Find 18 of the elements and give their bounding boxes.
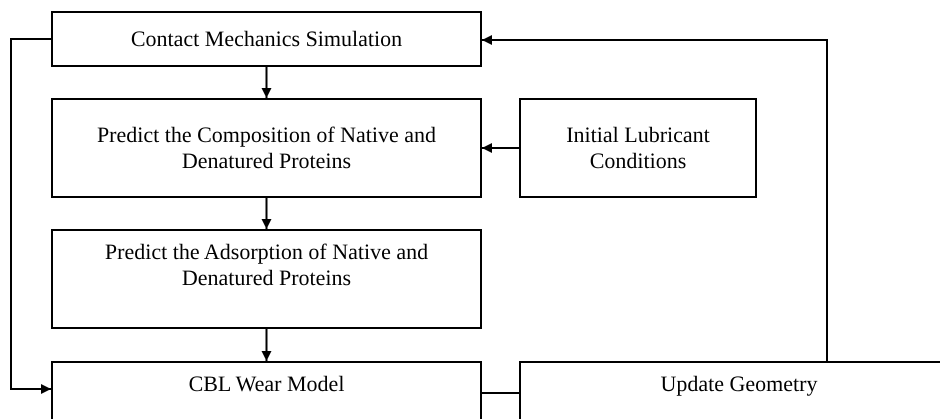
- process-box: [51, 11, 482, 67]
- box-label: Initial Lubricant Conditions: [565, 122, 711, 174]
- box-label: Contact Mechanics Simulation: [130, 26, 402, 52]
- arrow: [482, 143, 519, 153]
- connector-line: [482, 392, 519, 394]
- arrow: [262, 329, 272, 361]
- process-box: [51, 98, 482, 198]
- arrow: [10, 38, 51, 394]
- arrow: [262, 67, 272, 98]
- process-box: [51, 229, 482, 329]
- arrow: [482, 35, 828, 361]
- arrow: [262, 198, 272, 229]
- box-label: Predict the Adsorption of Native and Denatured Proteins: [104, 239, 430, 292]
- process-box: [519, 98, 757, 198]
- box-label: Update Geometry: [660, 371, 818, 398]
- box-label: CBL Wear Model: [188, 371, 344, 398]
- box-label: Predict the Composition of Native and Denatured Proteins: [96, 122, 438, 174]
- process-box: [51, 361, 482, 419]
